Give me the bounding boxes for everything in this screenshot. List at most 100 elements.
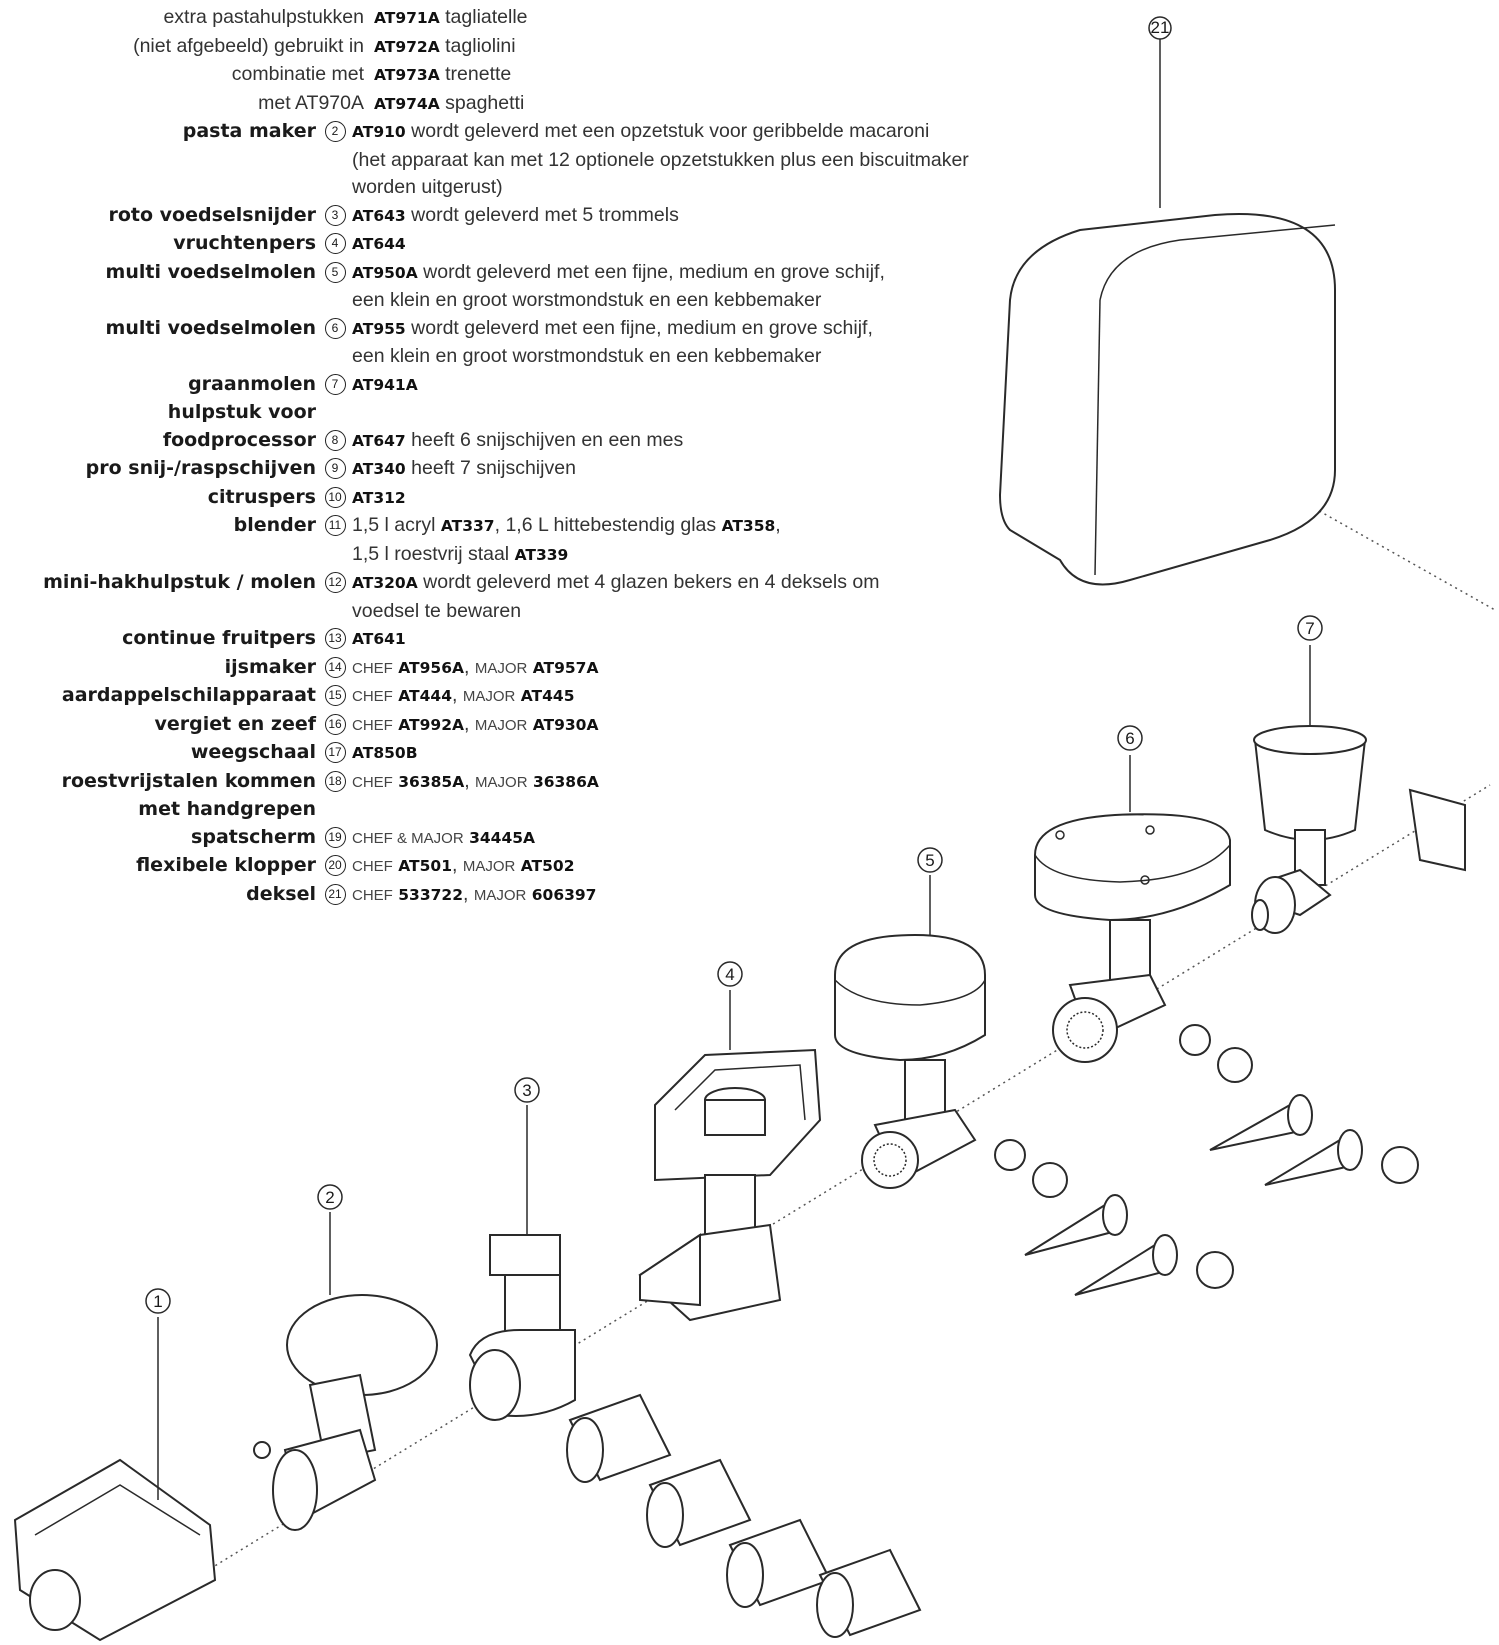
pasta-name: spaghetti [445,91,525,114]
number-circle: 7 [324,373,346,395]
pasta-name: tagliolini [445,34,516,57]
item-number: 11 [322,512,348,539]
number-circle: 17 [324,742,346,763]
item-label: ijsmaker [224,655,316,678]
item-label: roto voedselsnijder [108,203,316,226]
number-circle: 13 [324,628,346,649]
desc-text: heeft 7 snijschijven [411,457,576,479]
item-number: 9 [322,455,348,482]
item-number [322,399,348,426]
item-number: 17 [322,739,348,766]
part-code: AT930A [532,715,599,734]
item-desc: AT320A wordt geleverd met 4 glazen beker… [348,569,879,625]
part-code: AT957A [532,658,599,677]
model-major: MAJOR [474,716,528,734]
item-label: pro snij-/raspschijven [85,457,316,479]
part-code: AT641 [352,630,406,648]
model-chef: CHEF [352,659,393,677]
part-code: AT320A [352,574,418,592]
model-major: MAJOR [474,659,528,677]
model-chef: CHEF [352,716,393,734]
part-code: AT444 [398,687,452,705]
item-desc: AT340 heeft 7 snijschijven [348,455,576,484]
number-circle: 20 [324,855,346,876]
item-desc: AT955 wordt geleverd met een fijne, medi… [348,315,873,371]
item-number: 4 [322,230,348,257]
part-code: AT950A [352,263,418,282]
item-number: 15 [322,682,348,709]
number-circle: 4 [324,233,346,254]
separator: , [462,882,469,905]
item-label: citruspers [207,485,316,508]
model-major: MAJOR [473,886,527,904]
callout-3: 3 [522,1081,531,1100]
desc-text: wordt geleverd met een fijne, medium en … [411,316,873,339]
pasta-name: trenette [445,63,512,85]
item-number: 20 [322,852,348,879]
part-code: AT972A [374,37,440,56]
item-number: 18 [322,768,348,795]
item-desc: CHEF 36385A, MAJOR 36386A [348,768,599,797]
item-label: roestvrijstalen kommen [61,769,316,792]
callout-1: 1 [153,1292,162,1311]
item-number: 16 [322,711,348,738]
food-mill-6: 6 [1034,725,1231,1063]
desc-text: , [775,514,781,536]
number-circle: 14 [324,656,346,678]
legend-row: met handgrepen [0,796,1060,824]
desc-text: wordt geleverd met 4 glazen bekers en 4 … [423,571,880,593]
part-code: AT337 [440,517,495,535]
item-label: met handgrepen [138,798,316,820]
part-code: AT445 [520,687,575,705]
extra-pasta-desc: AT974A spaghetti [370,90,524,119]
desc-continuation: 1,5 l roestvrij staal AT339 [352,541,781,570]
item-desc: AT641 [348,625,406,654]
number-circle: 10 [324,486,346,508]
model-chef: CHEF [352,858,393,875]
callout-2: 2 [325,1188,334,1207]
separator: , [463,655,470,678]
number-circle: 6 [324,317,346,339]
pasta-maker-2: 2 [253,1184,438,1531]
item-number: 21 [322,881,348,908]
callout-21: 21 [1151,18,1170,37]
desc-pre: 1,5 l acryl [352,514,436,536]
extra-pasta-row: combinatie met AT973A trenette [0,61,1060,90]
callout-6: 6 [1125,729,1134,748]
cover-guide-line [1219,454,1496,611]
part-code: AT910 [352,123,406,141]
item-label: weegschaal [190,741,316,763]
item-label: flexibele klopper [136,854,316,876]
grain-mill-7: 7 [1251,615,1466,934]
number-circle: 18 [324,770,346,792]
extra-pasta-desc: AT973A trenette [370,61,511,90]
part-code: AT643 [352,206,406,225]
item-desc: CHEF AT992A, MAJOR AT930A [348,711,598,740]
extra-pasta-label: combinatie met [231,63,364,85]
part-code: 36385A [398,772,465,791]
item-number: 19 [322,824,348,851]
item-label: foodprocessor [162,428,316,451]
number-circle: 2 [324,121,346,142]
desc-text: heeft 6 snijschijven en een mes [411,428,684,451]
item-number: 7 [322,371,348,398]
item-label: multi voedselmolen [105,316,316,339]
part-code: AT971A [374,9,440,27]
item-number: 14 [322,654,348,681]
part-code: 34445A [469,828,536,847]
separator: , [452,854,458,876]
item-label: aardappelschilapparaat [61,684,316,706]
item-desc: AT647 heeft 6 snijschijven en een mes [348,427,683,456]
part-code: AT956A [398,658,464,677]
callout-7: 7 [1305,619,1314,638]
